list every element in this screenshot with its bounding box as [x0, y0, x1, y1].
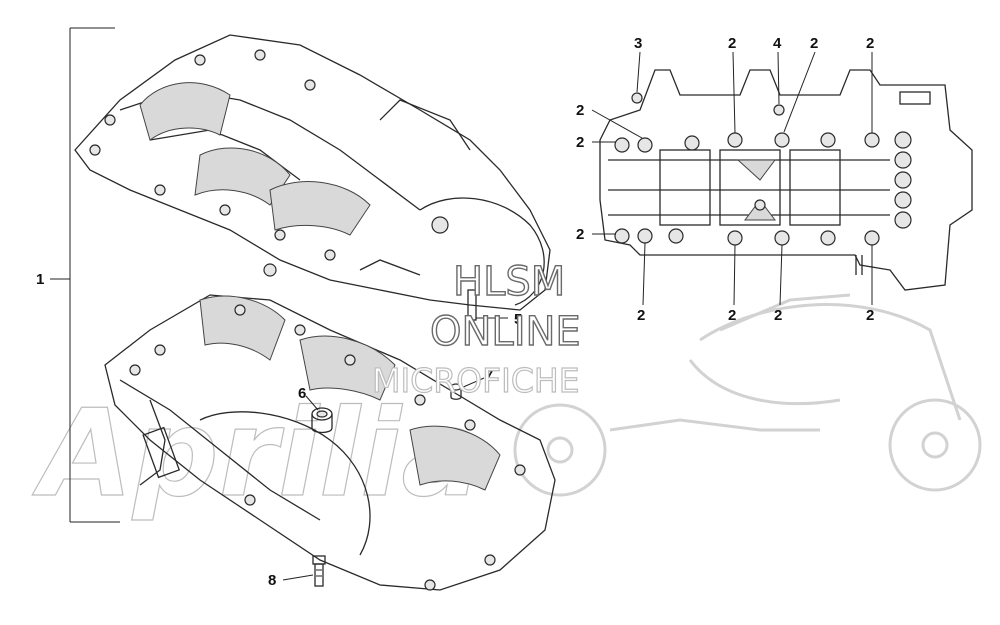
callout-2: 2 [728, 35, 736, 52]
watermark-line-3: MICROFICHE [372, 361, 580, 400]
crankcase-top-view [599, 69, 973, 291]
motorcycle-silhouette-icon [513, 293, 982, 497]
lower-crankcase-half [104, 294, 556, 591]
callout-2: 2 [866, 307, 874, 324]
watermark-line-1: HLSM [453, 259, 565, 305]
watermark-line-2: ONLINE [430, 309, 581, 355]
brand-watermark: Aprilia [31, 293, 982, 525]
callout-2: 2 [774, 307, 782, 324]
dowel-pin-6 [311, 407, 333, 434]
callout-7: 7 [485, 367, 493, 384]
brand-script-text: Aprilia [32, 385, 482, 524]
bushing-7 [450, 383, 462, 400]
callout-2: 2 [576, 134, 584, 151]
callout-1: 1 [36, 271, 44, 288]
hlsm-watermark: HLSM ONLINE MICROFICHE [371, 258, 581, 400]
assembly-bracket [50, 27, 120, 523]
callout-2: 2 [576, 102, 584, 119]
plug-5 [467, 289, 508, 321]
callouts: 1 3 2 4 2 2 2 2 2 2 2 2 2 5 6 7 8 [36, 35, 874, 589]
callout-2: 2 [810, 35, 818, 52]
callout-2: 2 [637, 307, 645, 324]
callout-2: 2 [728, 307, 736, 324]
callout-8: 8 [268, 572, 276, 589]
upper-crankcase-half [74, 34, 551, 311]
callout-2: 2 [866, 35, 874, 52]
leader-lines [282, 51, 873, 581]
callout-4: 4 [773, 35, 782, 52]
callout-3: 3 [634, 35, 642, 52]
callout-5: 5 [514, 311, 522, 328]
drain-fitting-8 [312, 555, 326, 587]
callout-6: 6 [298, 385, 306, 402]
callout-2: 2 [576, 226, 584, 243]
